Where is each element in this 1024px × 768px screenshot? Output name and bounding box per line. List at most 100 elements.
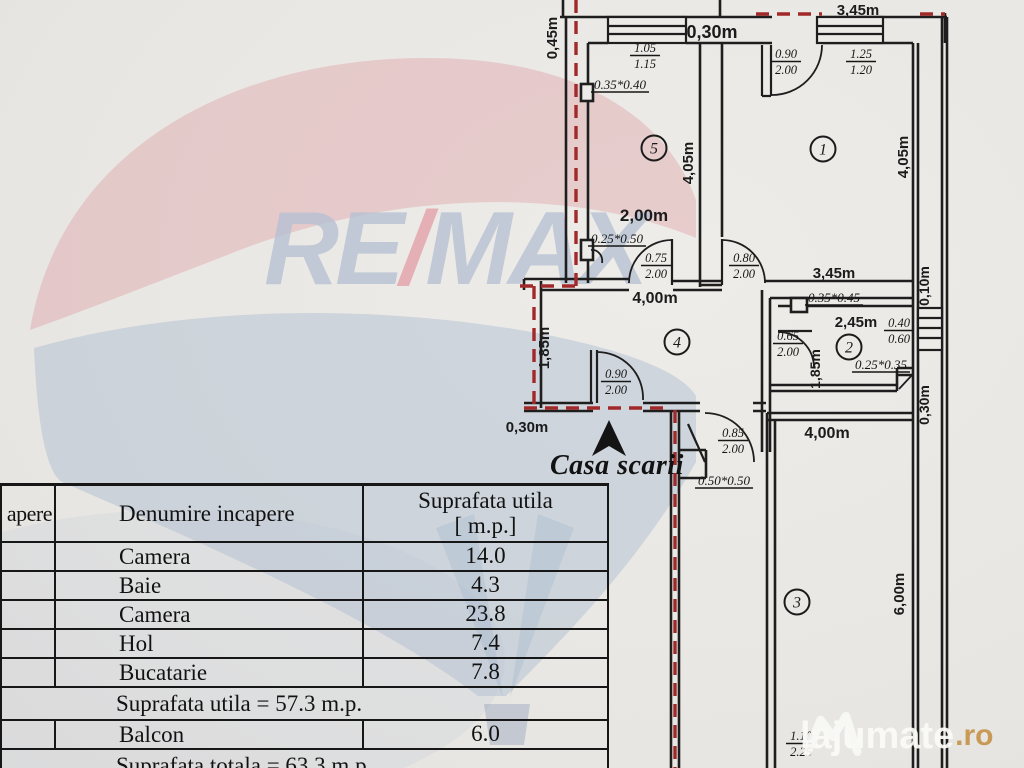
dimension-label: 3,45m [813, 265, 856, 282]
svg-text:3: 3 [792, 595, 801, 612]
windows [606, 15, 944, 352]
size-label: 0.25*0.35 [852, 357, 910, 373]
dimension-label: 4,00m [804, 425, 849, 442]
room-area-cell: 23.8 [465, 601, 506, 627]
row-number-cell [2, 572, 56, 599]
subtotal-row: Suprafata utila = 57.3 m.p. [2, 688, 607, 721]
svg-text:2.00: 2.00 [645, 267, 668, 281]
room-number-marker: 3 [783, 588, 811, 616]
row-number-cell [2, 659, 56, 686]
balloon-gore-right [510, 514, 574, 698]
property-boundary [520, 0, 945, 768]
svg-text:0.25*0.50: 0.25*0.50 [591, 231, 644, 246]
lajumate-tld: .ro [955, 719, 994, 752]
fraction-label: 1.051.15 [630, 41, 660, 71]
svg-text:2.00: 2.00 [722, 442, 745, 456]
room-number-marker: 1 [809, 135, 837, 163]
svg-text:0.50*0.50: 0.50*0.50 [698, 473, 751, 488]
row-number-cell [2, 630, 56, 657]
fraction-label: 1.25 1.20 [846, 47, 876, 77]
dimension-label: 1,85m [536, 327, 553, 370]
area-table: apere Denumire incapere Suprafata utila … [0, 483, 609, 768]
fraction-label: 0.652.00 [773, 329, 803, 359]
header-col3: Suprafata utila [ m.p.] [418, 488, 553, 538]
dimension-label: 6,00m [891, 573, 908, 616]
room-number-marker: 2 [835, 333, 863, 361]
remax-wordmark: RE/MAX [264, 191, 654, 307]
balloon-basket [484, 704, 530, 745]
dimension-label: 0,30m [506, 419, 549, 436]
svg-text:0.65: 0.65 [777, 329, 799, 343]
dimension-label: 2,45m [835, 314, 878, 331]
row-number-cell [2, 721, 56, 748]
room-area-cell: 7.8 [471, 659, 500, 685]
svg-text:2: 2 [845, 340, 853, 357]
table-row: Baie 4.3 [2, 572, 607, 601]
room-area-cell: 7.4 [471, 630, 500, 656]
stair-arrow-icon [592, 420, 626, 456]
room-name-cell: Balcon [56, 721, 364, 748]
fraction-label: 0.85 2.00 [718, 426, 748, 456]
stairwell-label: Casa scarii [550, 450, 684, 481]
dimension-label: 0,30m [916, 385, 932, 425]
header-col2: Denumire incapere [56, 486, 364, 541]
svg-text:2.00: 2.00 [605, 383, 628, 397]
fraction-label: 0.40 0.60 [884, 316, 914, 346]
dimension-label: 0,30m [686, 22, 737, 42]
dimension-label: 4,05m [895, 136, 912, 179]
svg-text:0.35*0.45: 0.35*0.45 [808, 290, 861, 305]
svg-text:0.90: 0.90 [605, 367, 628, 381]
svg-text:2.00: 2.00 [775, 63, 798, 77]
svg-text:2.00: 2.00 [733, 267, 756, 281]
table-row: Hol 7.4 [2, 630, 607, 659]
table-row: Bucatarie 7.8 [2, 659, 607, 688]
size-label: 0.35*0.45 [805, 290, 863, 306]
total-row-text: Suprafata totala = 63.3 m.p. [116, 752, 373, 768]
svg-text:0.75: 0.75 [645, 251, 667, 265]
dimension-label: 2,00m [620, 206, 668, 225]
size-label: 0.35*0.40 [591, 77, 649, 93]
row-number-cell [2, 543, 56, 570]
balloon-red-top [30, 57, 696, 330]
svg-text:0.40: 0.40 [888, 316, 911, 330]
room-area-cell: 4.3 [471, 572, 500, 598]
room-number-marker: 5 [640, 134, 668, 162]
room-area-cell: 6.0 [471, 721, 500, 747]
table-header-row: apere Denumire incapere Suprafata utila … [2, 486, 607, 543]
svg-text:4: 4 [673, 335, 681, 352]
svg-text:0.80: 0.80 [733, 251, 756, 265]
room-name-cell: Bucatarie [56, 659, 364, 686]
room-number-marker: 4 [663, 328, 691, 356]
table-row: Camera 14.0 [2, 543, 607, 572]
room-name-cell: Baie [56, 572, 364, 599]
row-number-cell [2, 601, 56, 628]
svg-text:1.15: 1.15 [634, 57, 656, 71]
room-area-cell: 14.0 [465, 543, 506, 569]
room-name-cell: Hol [56, 630, 364, 657]
dimension-label: 4,00m [632, 290, 677, 307]
fraction-label: 0.902.00 [771, 47, 801, 77]
svg-text:0.25*0.35: 0.25*0.35 [855, 357, 908, 372]
table-row: Balcon 6.0 [2, 721, 607, 750]
total-row: Suprafata totala = 63.3 m.p. [2, 750, 607, 768]
header-col1: apere [2, 486, 56, 541]
fraction-label: 0.75 2.00 [641, 251, 671, 281]
balloon-blue-wash [0, 510, 505, 768]
size-label: 0.50*0.50 [695, 473, 753, 489]
room-name-cell: Camera [56, 543, 364, 570]
dimension-label: 3,45m [837, 2, 880, 19]
lajumate-watermark: lajumate .ro [800, 708, 1024, 764]
svg-text:0.35*0.40: 0.35*0.40 [594, 77, 647, 92]
dimension-label: 0,45m [544, 17, 561, 60]
svg-text:1.25: 1.25 [850, 47, 872, 61]
subtotal-row-text: Suprafata utila = 57.3 m.p. [116, 690, 363, 716]
svg-text:0.60: 0.60 [888, 332, 911, 346]
svg-text:0.85: 0.85 [722, 426, 744, 440]
svg-text:1.20: 1.20 [850, 63, 873, 77]
svg-text:5: 5 [650, 141, 658, 158]
fraction-label: 0.90 2.00 [601, 367, 631, 397]
size-label: 0.25*0.50 [588, 231, 646, 247]
